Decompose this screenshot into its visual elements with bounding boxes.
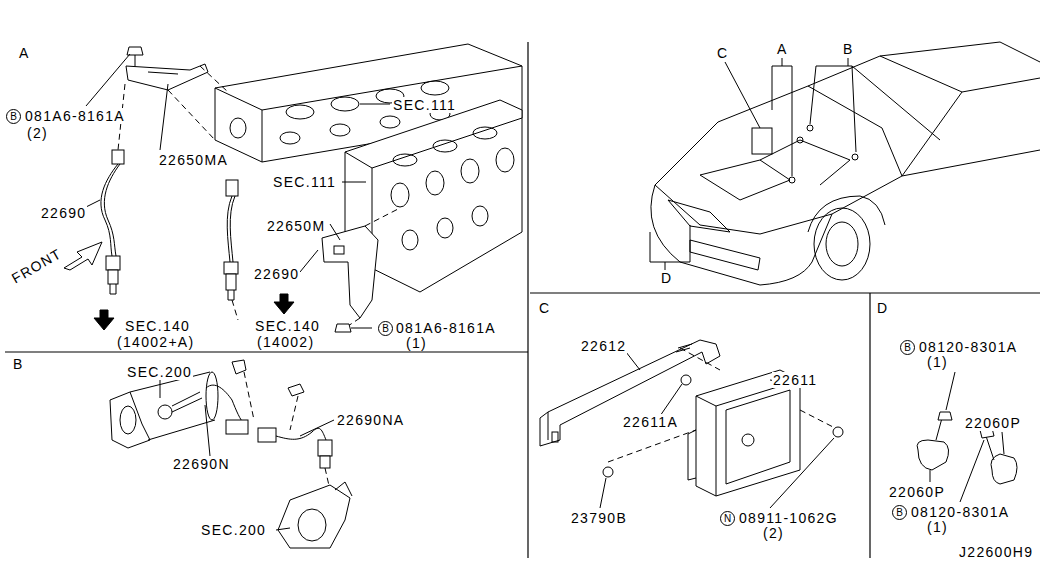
symbol-letter: B [10, 112, 17, 122]
part-number: 22690 [253, 266, 300, 282]
part-number: 22611A [622, 414, 679, 430]
section-ref: SEC.140 [254, 318, 321, 334]
car-outline [651, 42, 1040, 285]
part-number: 22690N [172, 456, 231, 472]
bracket-22650M [322, 208, 400, 332]
exhaust-and-sensors [110, 360, 352, 548]
panel-letter: D [876, 300, 889, 316]
view-letter: C [716, 45, 729, 61]
panel-letter: A [18, 45, 31, 61]
bracket-22650MA [118, 47, 228, 150]
section-ref: (14002) [256, 334, 315, 350]
part-number: 22612 [580, 338, 627, 354]
circled-symbol: B [900, 340, 915, 355]
oxygen-sensor-right [224, 180, 238, 320]
quantity: (2) [762, 525, 785, 541]
part-number: 08911-1062G [738, 510, 839, 526]
part-number: 23790B [570, 510, 628, 526]
oxygen-sensor-left [101, 150, 124, 294]
circled-symbol: N [720, 511, 735, 526]
part-number: 22690NA [336, 412, 405, 428]
panel-letter: B [12, 356, 25, 372]
direction-arrows [64, 242, 294, 330]
leader-lines-d [930, 372, 1004, 502]
view-letter: A [776, 41, 789, 57]
leader-lines-a [84, 54, 390, 272]
part-number: 081A6-8161A [395, 320, 497, 336]
section-ref: SEC.111 [392, 97, 457, 113]
section-ref: (14002+A) [116, 334, 195, 350]
view-letter: D [660, 270, 673, 286]
section-ref: SEC.140 [124, 318, 191, 334]
leader-lines-c [600, 352, 834, 508]
panel-letter: C [538, 300, 551, 316]
section-ref: SEC.200 [200, 522, 267, 538]
part-number: 08120-8301A [918, 339, 1018, 355]
direction-label: FRONT [8, 245, 65, 287]
part-number: 22690 [40, 205, 87, 221]
view-letter: B [842, 41, 855, 57]
symbol-letter: B [904, 343, 911, 353]
symbol-letter: N [724, 514, 731, 524]
section-ref: SEC.111 [272, 174, 337, 190]
part-number: 081A6-8161A [24, 108, 126, 124]
part-number: 22650MA [158, 152, 229, 168]
circled-symbol: B [6, 109, 21, 124]
part-number: 22060P [964, 415, 1022, 431]
panel-dividers [5, 42, 1040, 558]
symbol-letter: B [382, 324, 389, 334]
leader-lines-car [650, 58, 940, 270]
circled-symbol: B [892, 505, 907, 520]
part-number: 22060P [888, 484, 946, 500]
part-number: 22611 [772, 372, 818, 388]
diagram-code: J22600H9 [958, 544, 1034, 560]
section-ref: SEC.200 [126, 364, 193, 380]
symbol-letter: B [896, 508, 903, 518]
quantity: (1) [405, 335, 428, 351]
part-number: 22650M [266, 218, 326, 234]
circled-symbol: B [378, 321, 393, 336]
quantity: (1) [926, 354, 949, 370]
leader-lines-b [160, 380, 334, 530]
quantity: (1) [926, 519, 949, 535]
quantity: (2) [26, 125, 49, 141]
ecu-and-bracket [540, 340, 843, 496]
part-number: 08120-8301A [910, 504, 1010, 520]
